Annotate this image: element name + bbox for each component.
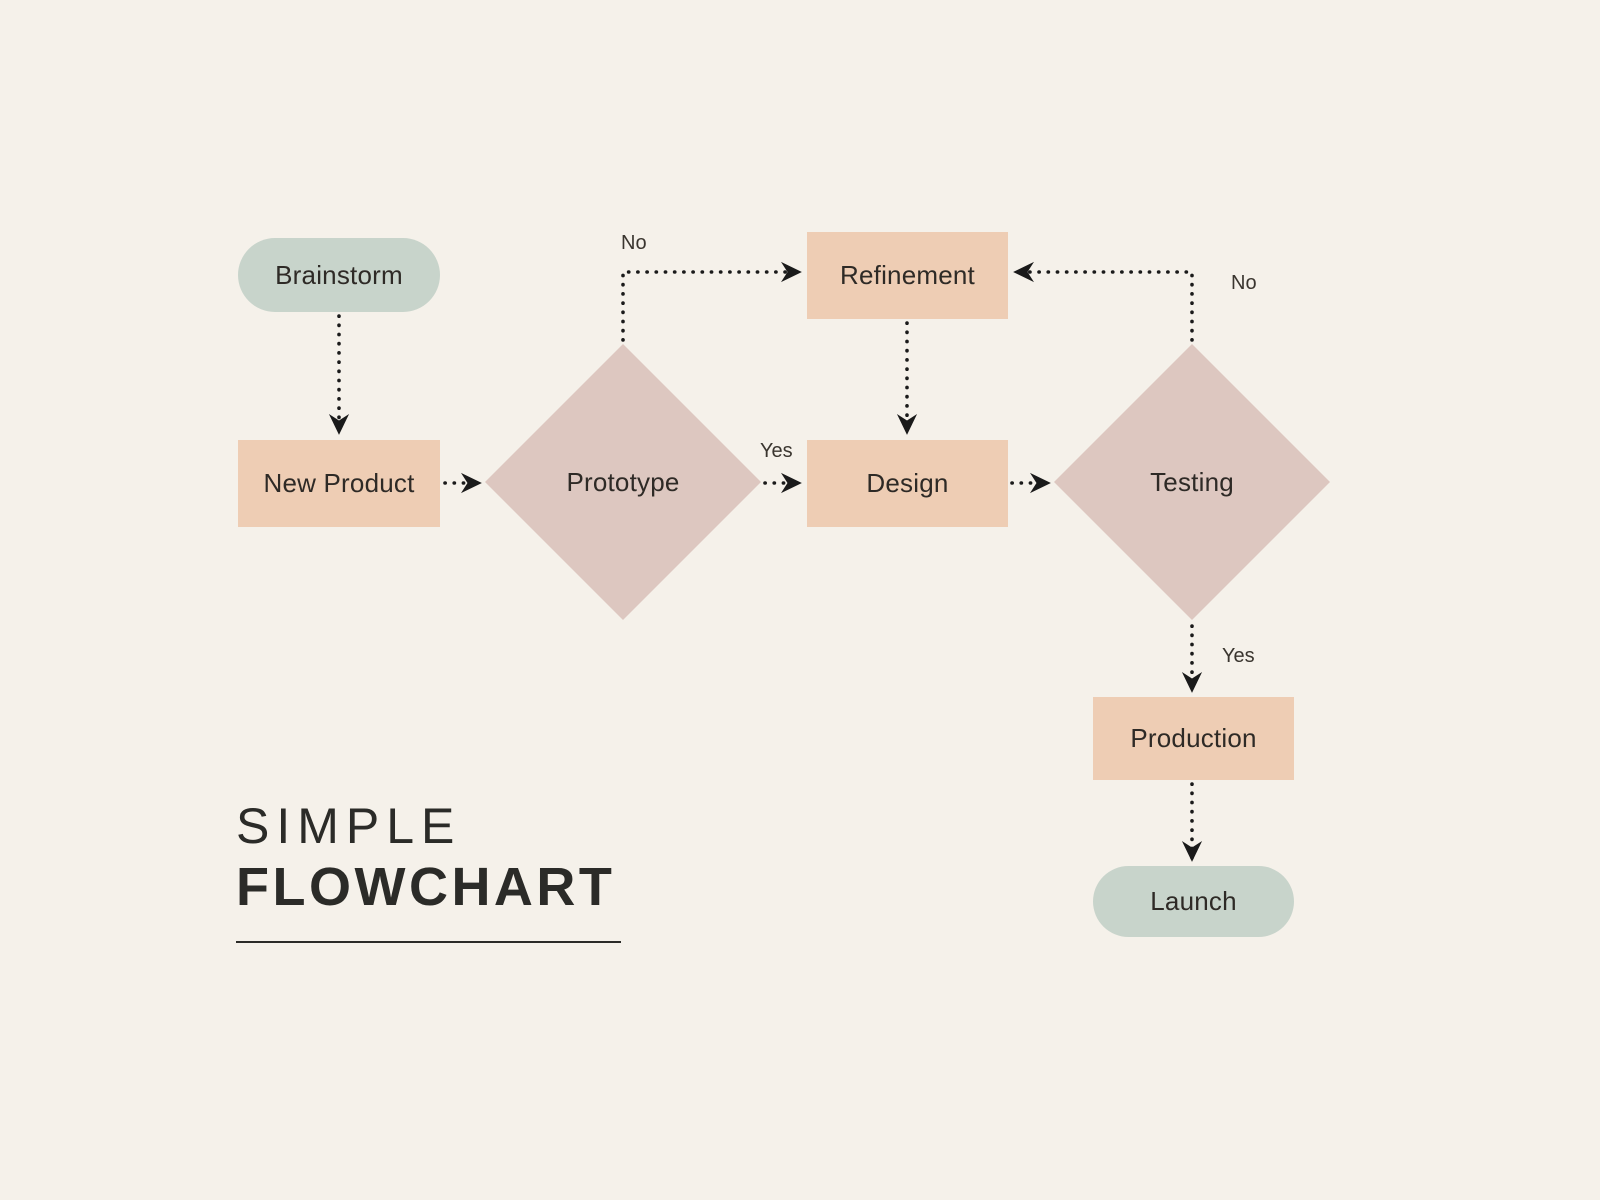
edge-label-no-testing: No xyxy=(1231,272,1257,294)
node-design[interactable]: Design xyxy=(807,440,1008,527)
title-underline-rule xyxy=(236,941,621,944)
node-production[interactable]: Production xyxy=(1093,697,1294,780)
node-refinement[interactable]: Refinement xyxy=(807,232,1008,319)
node-label-design: Design xyxy=(866,468,949,499)
node-label-new-product: New Product xyxy=(263,468,415,499)
title-line-flowchart: FLOWCHART xyxy=(236,856,616,917)
title-line-simple: SIMPLE xyxy=(236,798,462,854)
node-testing[interactable]: Testing xyxy=(1054,344,1330,620)
edge-testing-no-refinement xyxy=(1013,261,1194,342)
node-brainstorm[interactable]: Brainstorm xyxy=(238,238,440,312)
edge-label-no-prototype: No xyxy=(621,232,647,254)
node-prototype[interactable]: Prototype xyxy=(485,344,761,620)
node-label-launch: Launch xyxy=(1150,886,1237,917)
edge-prototype-no-refinement xyxy=(621,261,802,342)
node-label-refinement: Refinement xyxy=(840,260,975,291)
diamond-shape-testing xyxy=(1054,344,1330,620)
node-launch[interactable]: Launch xyxy=(1093,866,1294,937)
diamond-shape-prototype xyxy=(485,344,761,620)
node-label-brainstorm: Brainstorm xyxy=(275,259,403,290)
node-label-prototype: Prototype xyxy=(566,466,680,497)
edge-label-yes-launch: Yes xyxy=(1222,645,1255,667)
edge-label-yes-design: Yes xyxy=(760,440,793,462)
node-label-production: Production xyxy=(1130,723,1257,754)
title-block: SIMPLE FLOWCHART xyxy=(236,798,656,944)
node-label-testing: Testing xyxy=(1150,466,1234,497)
node-new-product[interactable]: New Product xyxy=(238,440,440,527)
